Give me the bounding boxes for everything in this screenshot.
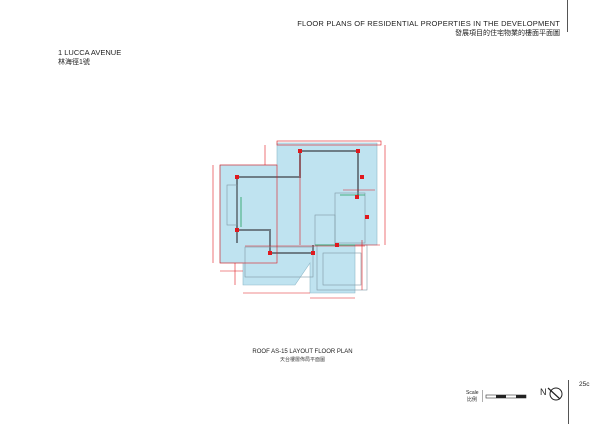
address: 1 LUCCA AVENUE [58,48,122,57]
plan-caption-chinese: 天台樓層佈局平面圖 [279,357,325,363]
north-label: N [540,387,547,397]
page-title: FLOOR PLANS OF RESIDENTIAL PROPERTIES IN… [297,19,560,28]
page-title-chinese: 發展項目的住宅物業的樓面平面圖 [455,30,560,37]
north-arrow-icon: N [540,387,563,401]
scale-label-chinese: 比例 [467,397,478,403]
divider [568,380,569,424]
plan-caption: ROOF AS-15 LAYOUT FLOOR PLAN [252,349,353,355]
plan-fill [219,142,378,294]
scale-bar-icon [482,390,527,402]
dimension-lines [212,140,386,299]
address-chinese: 林海徑1號 [58,59,90,66]
divider [567,0,568,32]
page-number: 25c [579,381,590,388]
floor-plan [212,140,386,299]
scale-label: Scale [466,390,479,396]
dimension-marks [235,149,369,255]
